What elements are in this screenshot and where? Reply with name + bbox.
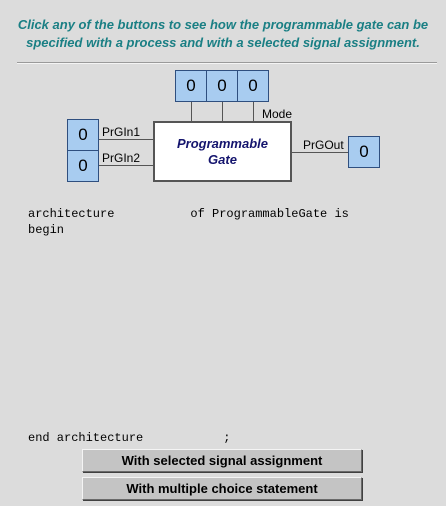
programmable-gate-block: Programmable Gate: [153, 121, 292, 182]
input2-label: PrGIn2: [102, 151, 141, 165]
code-end-semicolon: ;: [223, 431, 231, 445]
code-architecture-rest: of ProgrammableGate is: [190, 207, 349, 221]
code-architecture-keyword: architecture: [28, 207, 115, 221]
input1-bit[interactable]: 0: [67, 119, 99, 151]
input1-label: PrGIn1: [102, 125, 141, 139]
divider: [17, 62, 437, 64]
mode-label: Mode: [262, 107, 293, 121]
input2-bit[interactable]: 0: [67, 150, 99, 182]
instructions-text: Click any of the buttons to see how the …: [17, 17, 429, 50]
multiple-choice-statement-button[interactable]: With multiple choice statement: [82, 477, 362, 500]
mode-bit-2[interactable]: 0: [175, 70, 207, 102]
output-bit: 0: [348, 136, 380, 168]
gate-label-line1: Programmable: [176, 135, 269, 151]
gate-diagram: 0 0 0 Mode 0 0 PrGIn1 PrGIn2 Programmabl…: [0, 0, 446, 200]
output-wire: [292, 152, 349, 153]
output-label: PrGOut: [303, 138, 344, 152]
input2-wire: [99, 165, 153, 166]
input1-wire: [99, 139, 153, 140]
code-line-end: end architecture;: [28, 430, 230, 446]
code-line-begin: begin: [28, 223, 65, 237]
mode-bit-0[interactable]: 0: [237, 70, 269, 102]
selected-signal-assignment-button[interactable]: With selected signal assignment: [82, 449, 362, 472]
gate-label-line2: Gate: [208, 151, 237, 167]
mode-wire-1: [222, 102, 223, 121]
mode-wire-2: [191, 102, 192, 121]
mode-wire-0: [253, 102, 254, 121]
code-line-architecture: architecture of ProgrammableGate is: [28, 206, 349, 222]
code-end-text: end architecture: [28, 431, 144, 445]
mode-bit-1[interactable]: 0: [206, 70, 238, 102]
